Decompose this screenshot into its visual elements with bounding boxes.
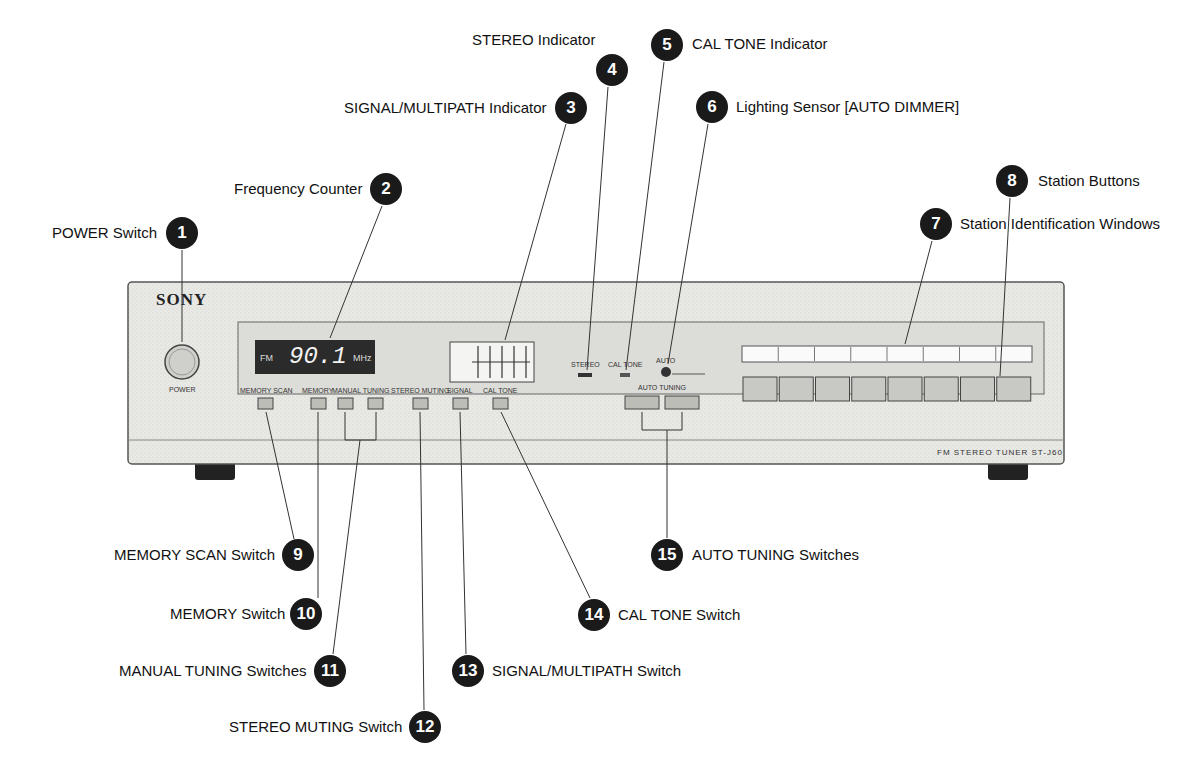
panel-text: CAL TONE — [483, 387, 518, 395]
callout-number: 5 — [662, 35, 671, 55]
callout-circle: 15 — [651, 539, 683, 571]
station-button — [961, 377, 995, 401]
callout-number: 11 — [321, 661, 339, 681]
callout-number: 7 — [931, 214, 940, 234]
callout-circle: 7 — [920, 208, 952, 240]
part-name: MEMORY SCAN Switch — [114, 546, 275, 564]
part-name: Lighting Sensor [AUTO DIMMER] — [736, 98, 959, 116]
window-divider — [923, 347, 924, 361]
panel-text: SIGNAL — [447, 387, 473, 395]
station-button — [816, 377, 850, 401]
callout-circle: 14 — [578, 599, 610, 631]
part-name: CAL TONE Indicator — [692, 35, 828, 53]
callout-circle: 1 — [166, 217, 198, 249]
callout-number: 6 — [707, 97, 716, 117]
callout-number: 4 — [607, 60, 616, 80]
part-name: STEREO Indicator — [472, 31, 595, 49]
station-button — [743, 377, 777, 401]
callout-circle: 5 — [651, 29, 683, 61]
callout-circle: 11 — [314, 655, 346, 687]
part-name: MEMORY Switch — [170, 605, 285, 623]
panel-text: CAL TONE — [608, 361, 643, 369]
panel-text: STEREO MUTING — [391, 387, 449, 395]
callout-number: 14 — [585, 605, 604, 625]
callout-number: 2 — [381, 179, 390, 199]
callout-number: 9 — [293, 545, 302, 565]
callout-circle: 4 — [596, 54, 628, 86]
callout-number: 1 — [177, 223, 186, 243]
part-name: Frequency Counter — [234, 180, 362, 198]
part-name: Station Buttons — [1038, 172, 1140, 190]
callout-number: 12 — [416, 717, 435, 737]
callout-circle: 2 — [370, 173, 402, 205]
part-name: SIGNAL/MULTIPATH Switch — [492, 662, 681, 680]
callout-circle: 9 — [282, 539, 314, 571]
panel-text: FM STEREO TUNER ST-J60 — [937, 448, 1063, 457]
station-button — [924, 377, 958, 401]
callout-circle: 8 — [996, 165, 1028, 197]
callout-circle: 13 — [452, 655, 484, 687]
panel-text: POWER — [169, 386, 195, 394]
callout-number: 10 — [297, 604, 316, 624]
panel-text: MEMORY SCAN — [240, 387, 293, 395]
panel-text: SONY — [156, 291, 207, 309]
part-name: CAL TONE Switch — [618, 606, 740, 624]
panel-text: FM — [260, 353, 273, 363]
station-button — [997, 377, 1031, 401]
part-name: POWER Switch — [52, 224, 157, 242]
part-name: STEREO MUTING Switch — [229, 718, 402, 736]
window-divider — [814, 347, 815, 361]
panel-text: STEREO — [571, 361, 600, 369]
panel-text: AUTO — [656, 357, 675, 365]
callout-circle: 10 — [290, 598, 322, 630]
panel-text: 90.1 — [289, 344, 347, 370]
window-divider — [887, 347, 888, 361]
callout-number: 8 — [1007, 171, 1016, 191]
panel-text: MHz — [353, 353, 372, 363]
window-divider — [850, 347, 851, 361]
callout-circle: 3 — [555, 92, 587, 124]
part-name: MANUAL TUNING Switches — [119, 662, 307, 680]
station-button — [779, 377, 813, 401]
window-divider — [995, 347, 996, 361]
panel-text: MEMORY — [302, 387, 333, 395]
panel-text: AUTO TUNING — [638, 384, 686, 392]
panel-text: MANUAL TUNING — [332, 387, 390, 395]
station-button — [888, 377, 922, 401]
callout-circle: 12 — [409, 711, 441, 743]
window-divider — [778, 347, 779, 361]
callout-number: 13 — [459, 661, 478, 681]
callout-number: 3 — [566, 98, 575, 118]
part-name: SIGNAL/MULTIPATH Indicator — [344, 99, 547, 117]
part-name: Station Identification Windows — [960, 215, 1160, 233]
callout-circle: 6 — [696, 91, 728, 123]
window-divider — [959, 347, 960, 361]
callout-number: 15 — [658, 545, 677, 565]
part-name: AUTO TUNING Switches — [692, 546, 859, 564]
station-button — [852, 377, 886, 401]
